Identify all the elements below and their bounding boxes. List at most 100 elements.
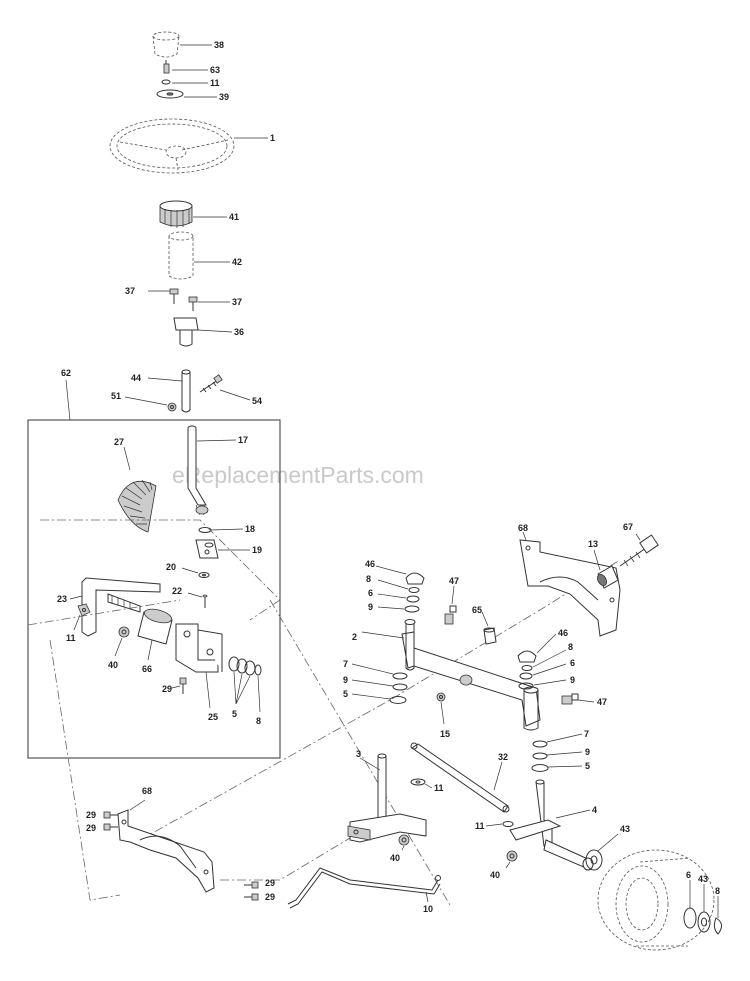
callout-11-box: 11 bbox=[66, 633, 76, 643]
part-36-bracket bbox=[173, 317, 199, 347]
part-43-washer-wheel bbox=[697, 911, 711, 933]
callout-40-right: 40 bbox=[490, 870, 500, 880]
box-62-steering-gear-assembly bbox=[27, 419, 281, 759]
part-5-washers-box bbox=[228, 656, 262, 676]
callout-51: 51 bbox=[111, 391, 121, 401]
callout-29-box: 29 bbox=[162, 684, 172, 694]
part-29-bolt-left-upper bbox=[103, 811, 118, 819]
callout-63: 63 bbox=[210, 65, 220, 75]
part-11-washer-spindle bbox=[410, 778, 426, 786]
callout-13: 13 bbox=[588, 539, 598, 549]
part-2-axle bbox=[401, 619, 541, 731]
callout-54: 54 bbox=[252, 396, 262, 406]
part-46-cap-left bbox=[405, 572, 425, 585]
part-9-bearing-left-lower bbox=[392, 683, 408, 691]
part-4-spindle-right bbox=[509, 779, 594, 871]
part-8-ring-right bbox=[521, 665, 533, 671]
callout-29-left-lower: 29 bbox=[86, 823, 96, 833]
part-8-ring-left bbox=[408, 587, 420, 593]
callout-9-left-lower: 9 bbox=[343, 675, 348, 685]
part-9-bearing-right bbox=[518, 682, 534, 690]
callout-5-box: 5 bbox=[232, 709, 237, 719]
callout-68-right: 68 bbox=[518, 523, 528, 533]
part-8-ring-wheel bbox=[713, 917, 722, 935]
part-27-sector-gear bbox=[117, 479, 157, 533]
callout-1: 1 bbox=[270, 133, 275, 143]
part-39-disc bbox=[156, 89, 184, 99]
part-23-pitman-arm bbox=[81, 577, 161, 637]
callout-5-right-lower: 5 bbox=[585, 761, 590, 771]
callout-11-tie-rod: 11 bbox=[475, 821, 485, 831]
callout-42: 42 bbox=[232, 257, 242, 267]
callout-3: 3 bbox=[356, 749, 361, 759]
callout-9-right-lower: 9 bbox=[585, 747, 590, 757]
callout-29-bottom-upper: 29 bbox=[265, 878, 275, 888]
part-29-bolt-bottom-lower bbox=[244, 893, 259, 901]
centerline-diag bbox=[269, 599, 451, 906]
callout-22: 22 bbox=[172, 586, 182, 596]
part-3-spindle-left bbox=[347, 753, 427, 843]
part-67-bolt bbox=[619, 534, 659, 567]
callout-46-left: 46 bbox=[365, 559, 375, 569]
callout-17: 17 bbox=[238, 435, 248, 445]
callout-36: 36 bbox=[234, 327, 244, 337]
part-68-bracket-right bbox=[519, 539, 621, 637]
callout-8-left: 8 bbox=[366, 574, 371, 584]
callout-15: 15 bbox=[440, 729, 450, 739]
callout-41: 41 bbox=[229, 212, 239, 222]
part-68-bracket-left bbox=[117, 809, 215, 893]
callout-40-center: 40 bbox=[390, 853, 400, 863]
part-11-washer-top bbox=[161, 79, 171, 85]
part-20-washer bbox=[198, 572, 210, 578]
part-51-nut bbox=[167, 402, 177, 412]
callout-27: 27 bbox=[114, 437, 124, 447]
part-65-bushing bbox=[483, 627, 497, 645]
callout-6-left: 6 bbox=[368, 588, 373, 598]
part-47-fitting-right bbox=[561, 693, 579, 705]
callout-7-left: 7 bbox=[343, 659, 348, 669]
part-6-washer-wheel bbox=[683, 907, 697, 929]
part-9-bearing-left bbox=[404, 605, 420, 613]
callout-39: 39 bbox=[219, 92, 229, 102]
callout-8-box: 8 bbox=[256, 716, 261, 726]
part-17-steering-shaft bbox=[187, 425, 209, 516]
centerline-bottom bbox=[220, 819, 381, 881]
part-6-washer-right bbox=[519, 672, 533, 680]
callout-46-right: 46 bbox=[558, 628, 568, 638]
callout-9-right: 9 bbox=[570, 675, 575, 685]
part-25-bracket bbox=[175, 623, 223, 673]
centerline-left bbox=[49, 639, 121, 901]
part-40-nut-box bbox=[118, 626, 130, 638]
part-42-bellows bbox=[168, 231, 194, 280]
part-6-washer-left bbox=[406, 595, 420, 603]
callout-20: 20 bbox=[166, 562, 176, 572]
wheel-tire bbox=[597, 849, 715, 951]
centerline-mid bbox=[27, 599, 181, 626]
callout-11-top: 11 bbox=[210, 78, 220, 88]
centerline-cross bbox=[139, 559, 621, 841]
callout-23: 23 bbox=[57, 594, 67, 604]
part-22-pin bbox=[202, 594, 208, 608]
part-32-tie-rod bbox=[410, 742, 510, 813]
callout-9-left: 9 bbox=[368, 602, 373, 612]
callout-67: 67 bbox=[623, 522, 633, 532]
centerline-upper bbox=[40, 519, 281, 621]
part-46-cap-right bbox=[517, 650, 537, 663]
part-37-bolt-right bbox=[188, 296, 198, 311]
callout-43-upper: 43 bbox=[620, 824, 630, 834]
callout-19: 19 bbox=[252, 545, 262, 555]
part-40-nut-right bbox=[506, 850, 518, 862]
callout-65: 65 bbox=[472, 605, 482, 615]
callout-18: 18 bbox=[245, 524, 255, 534]
part-18-washer bbox=[198, 527, 212, 533]
callout-11-spindle: 11 bbox=[434, 783, 444, 793]
callout-8-wheel: 8 bbox=[715, 886, 720, 896]
part-54-bolt bbox=[199, 374, 223, 393]
part-11-nut-box bbox=[77, 603, 91, 617]
part-7-washer-right bbox=[532, 740, 548, 748]
part-5-washer-left-lower bbox=[389, 696, 407, 704]
callout-29-left-upper: 29 bbox=[86, 810, 96, 820]
part-66-spacer bbox=[137, 608, 173, 645]
